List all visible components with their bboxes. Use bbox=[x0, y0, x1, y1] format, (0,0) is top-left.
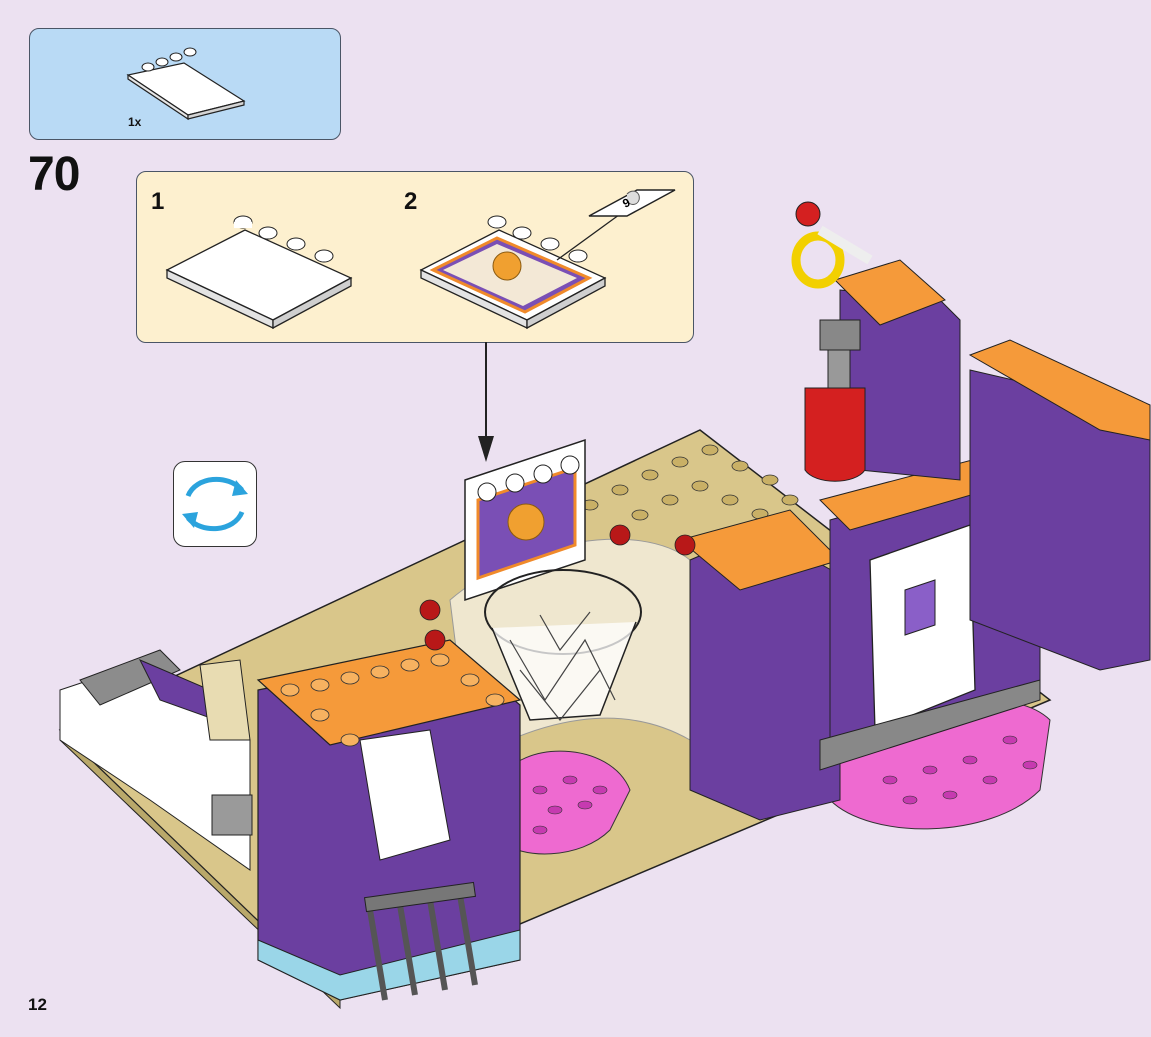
parts-list-box: 1x bbox=[29, 28, 341, 140]
step-number: 70 bbox=[28, 148, 80, 201]
page-number: 12 bbox=[28, 995, 47, 1014]
part-quantity: 1x bbox=[128, 115, 142, 129]
sub-step-number-2: 2 bbox=[404, 188, 418, 215]
rotate-model-button[interactable] bbox=[173, 461, 257, 547]
rotate-arrows-icon bbox=[182, 476, 248, 532]
white-tile-4x4-part-icon bbox=[126, 47, 246, 121]
white-tile-sub-step-1-icon bbox=[165, 215, 353, 330]
decorated-tile-sub-step-2-icon bbox=[419, 189, 676, 330]
sub-step-number-1: 1 bbox=[151, 188, 165, 215]
sub-assembly-box: 1 2 9 bbox=[136, 171, 694, 343]
